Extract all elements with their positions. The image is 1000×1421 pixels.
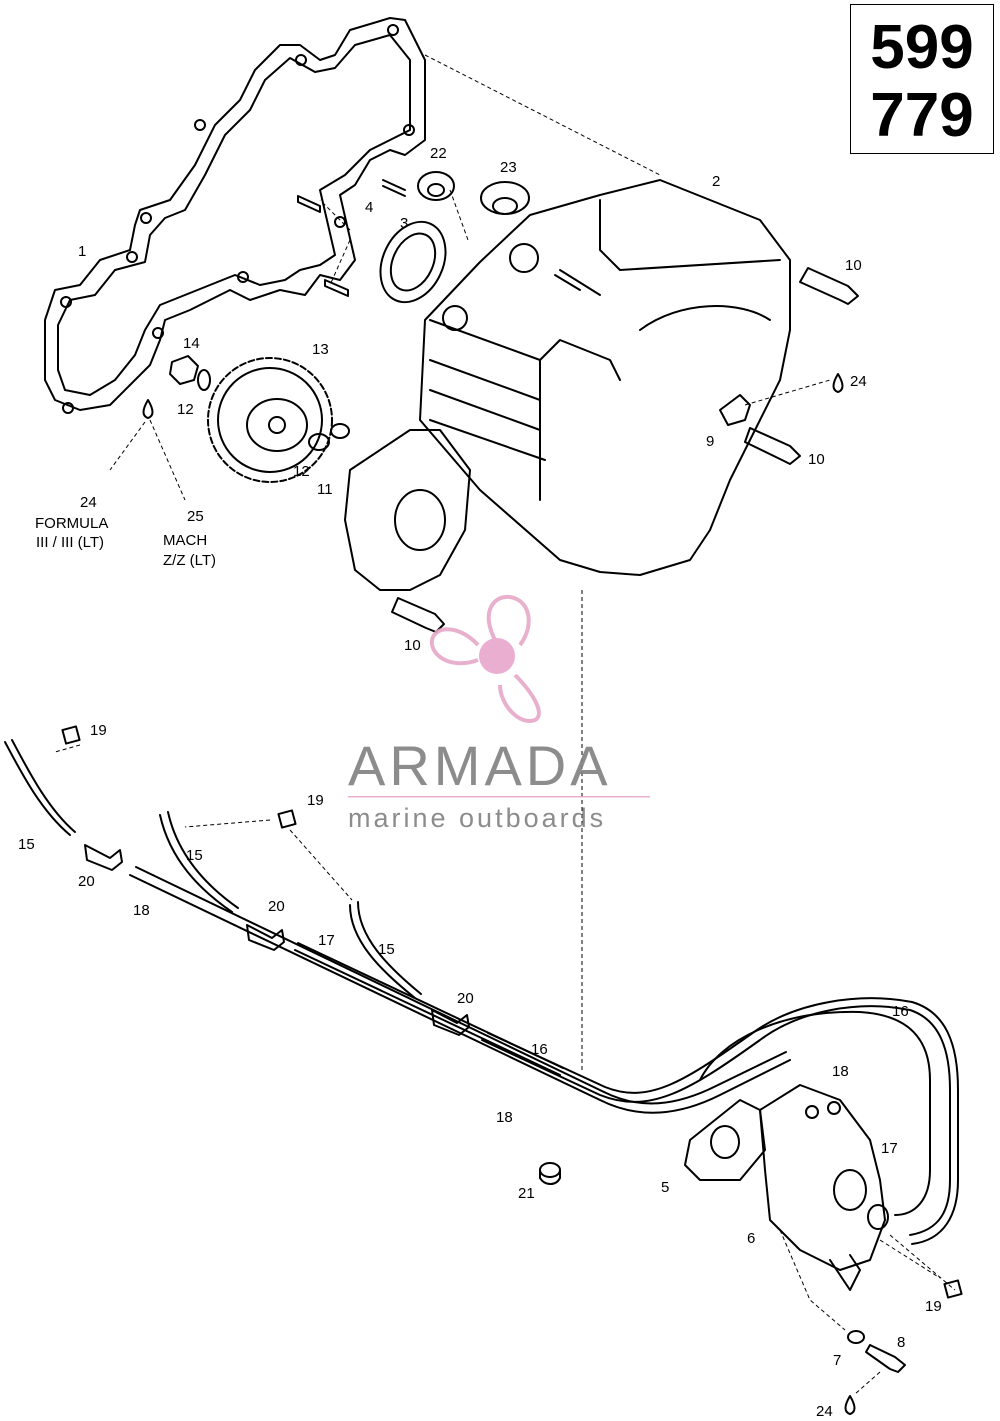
bolt-upper-right [799, 267, 859, 305]
callout-13: 13 [312, 341, 329, 358]
callout-11: 11 [317, 481, 333, 498]
drive-gear [207, 357, 333, 483]
pump-cover [344, 429, 471, 591]
callout-10-b: 10 [808, 451, 825, 468]
callout-20-a: 20 [78, 873, 95, 890]
pump-gasket-5 [684, 1099, 766, 1181]
model-number-599: 599 [870, 13, 974, 82]
callout-17-a: 17 [318, 932, 335, 949]
gasket-part [44, 17, 426, 411]
callout-25: 25 [187, 508, 204, 525]
armada-watermark: ARMADA marine outboards [348, 594, 650, 833]
note-formula-title: FORMULA [35, 515, 108, 532]
hose-clip-19-b [277, 809, 297, 829]
washer-11 [330, 423, 350, 439]
callout-9: 9 [706, 433, 714, 450]
callout-6: 6 [747, 1230, 755, 1247]
bolt-right [744, 427, 801, 465]
callout-18-a: 18 [133, 902, 150, 919]
oil-pump-6 [759, 1084, 886, 1271]
callout-10-a: 10 [845, 257, 862, 274]
oil-seal [379, 220, 447, 304]
callout-3: 3 [400, 215, 408, 232]
callout-17-b: 17 [881, 1140, 898, 1157]
callout-12-a: 12 [177, 401, 194, 418]
hose-clip-19-c [943, 1279, 963, 1299]
fuel-filter-20-b [246, 924, 285, 951]
bolt-bottom [391, 597, 445, 633]
callout-24-c: 24 [816, 1403, 833, 1420]
callout-1: 1 [78, 243, 86, 260]
oil-drop-24-b [832, 373, 844, 393]
nut-part [169, 355, 199, 385]
callout-19-c: 19 [925, 1298, 942, 1315]
callout-23: 23 [500, 159, 517, 176]
washer-12-upper [197, 369, 211, 391]
callout-12-b: 12 [293, 463, 310, 480]
callout-16-a: 16 [531, 1041, 548, 1058]
dowel-pin-lower [324, 279, 349, 297]
callout-22: 22 [430, 145, 447, 162]
dowel-pin-upper [297, 195, 321, 213]
callout-5: 5 [661, 1179, 669, 1196]
callout-24-a: 24 [850, 373, 867, 390]
callout-24-b: 24 [80, 494, 97, 511]
callout-18-c: 18 [832, 1063, 849, 1080]
callout-20-c: 20 [457, 990, 474, 1007]
hose-16 [481, 1005, 951, 1236]
callout-20-b: 20 [268, 898, 285, 915]
callout-4: 4 [365, 199, 373, 216]
callout-7: 7 [833, 1352, 841, 1369]
dowel-pin-top [382, 179, 406, 197]
clip-part [719, 394, 751, 426]
callout-16-b: 16 [892, 1003, 909, 1020]
oil-drop-24-c [844, 1395, 856, 1415]
oil-drop-24-a [142, 399, 154, 419]
note-mach-models: Z/Z (LT) [163, 552, 216, 569]
bolt-8 [865, 1344, 906, 1373]
callout-10-c: 10 [404, 637, 421, 654]
callout-15-c: 15 [378, 941, 395, 958]
callout-21: 21 [518, 1185, 535, 1202]
callout-19-b: 19 [307, 792, 324, 809]
washer-12-lower [308, 433, 330, 451]
bushing-21 [539, 1162, 561, 1178]
washer-7 [847, 1330, 865, 1344]
propeller-logo [429, 594, 541, 724]
hose-18 [129, 866, 791, 1114]
leader-lines [54, 54, 956, 1395]
callout-2: 2 [712, 173, 720, 190]
hose-clip-19-a [61, 725, 81, 745]
model-notes: FORMULA III / III (LT) MACH Z/Z (LT) [35, 515, 216, 569]
hose-15-c [349, 901, 422, 999]
watermark-brand: ARMADA [348, 734, 612, 797]
watermark-tagline: marine outboards [348, 803, 606, 833]
model-number-box: 599 779 [850, 4, 994, 154]
callout-18-b: 18 [496, 1109, 513, 1126]
callout-14: 14 [183, 335, 200, 352]
callout-19-a: 19 [90, 722, 107, 739]
callout-labels: 1 2 3 4 22 23 10 24 9 10 14 13 12 12 11 … [18, 145, 942, 1420]
hose-15-b [159, 811, 239, 913]
note-mach-title: MACH [163, 532, 207, 549]
callout-15-b: 15 [186, 847, 203, 864]
housing-part [419, 179, 791, 576]
callout-15-a: 15 [18, 836, 35, 853]
fuel-filter-20-a [84, 844, 123, 871]
gasket-inner [57, 34, 411, 396]
model-number-779: 779 [870, 81, 974, 150]
note-formula-models: III / III (LT) [36, 534, 104, 551]
plug-22 [417, 171, 455, 201]
hose-15-a [4, 739, 76, 836]
callout-8: 8 [897, 1334, 905, 1351]
